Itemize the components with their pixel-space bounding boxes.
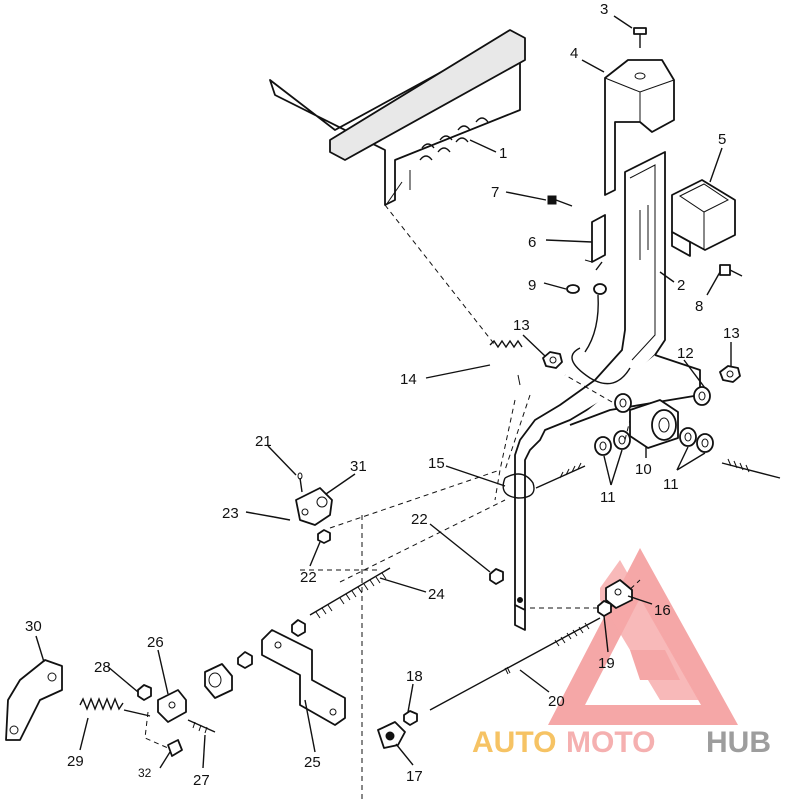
part-10-pivot-bushing: [629, 399, 679, 449]
part-12-washer: [614, 386, 711, 413]
callout-27: 27: [193, 772, 210, 789]
callout-21: 21: [255, 433, 272, 450]
part-17-ball-joint: [377, 721, 406, 749]
part-26-clevis: [157, 689, 187, 723]
part-28-nut: [137, 684, 152, 701]
part-25-mount-bracket: [237, 619, 346, 726]
callout-29: 29: [67, 753, 84, 770]
callout-2: 2: [677, 277, 685, 294]
part-32-fastener: [144, 711, 183, 757]
callout-5: 5: [718, 131, 726, 148]
part-3-screw: [633, 27, 647, 48]
callout-13b: 13: [723, 325, 740, 342]
callout-32: 32: [138, 766, 152, 780]
callout-1: 1: [499, 145, 507, 162]
part-29-spring: [79, 697, 151, 717]
callout-19: 19: [598, 655, 615, 672]
callout-11a: 11: [600, 489, 616, 506]
part-16-clevis: [605, 579, 633, 609]
part-21-pin: [297, 472, 303, 493]
part-9-washer: [566, 261, 607, 295]
callout-22b: 22: [411, 511, 428, 528]
part-20-control-rod: [429, 617, 601, 711]
callout-12: 12: [677, 345, 694, 362]
callout-17: 17: [406, 768, 423, 785]
callout-numbers: 1 2 3 4 5 6 7 8 9 10 11 11 12 13 13 14 1…: [25, 1, 740, 789]
part-27-bolt: [187, 719, 216, 734]
callout-26: 26: [147, 634, 164, 651]
part-23-cotter-pin: [273, 516, 291, 521]
callout-16: 16: [654, 602, 671, 619]
watermark-logo: [548, 548, 738, 725]
part-13-nut-right: [719, 365, 741, 383]
part-30-arm-bracket: [5, 659, 63, 741]
part-8-bolt: [719, 264, 743, 277]
callout-25: 25: [304, 754, 321, 771]
callout-4: 4: [570, 45, 578, 62]
leader-lines: [35, 15, 732, 769]
part-2-shift-lever: [514, 151, 701, 631]
callout-18: 18: [406, 668, 423, 685]
part-5-socket: [671, 179, 736, 257]
callout-10: 10: [635, 461, 652, 478]
callout-23: 23: [222, 505, 239, 522]
bushing-assembly: [204, 663, 233, 699]
part-6-clip: [584, 214, 606, 263]
callout-15: 15: [428, 455, 445, 472]
part-7-screw: [547, 195, 573, 207]
part-31-bellcrank: [295, 487, 333, 526]
callout-9: 9: [528, 277, 536, 294]
callout-22a: 22: [300, 569, 317, 586]
callout-11b: 11: [663, 476, 679, 493]
callout-28: 28: [94, 659, 111, 676]
callout-24: 24: [428, 586, 445, 603]
part-22-nut-lower: [489, 568, 504, 585]
watermark-text: AUTO MOTO HUB: [472, 726, 771, 759]
part-1-mounting-bracket: [269, 29, 526, 206]
callout-3: 3: [600, 1, 608, 18]
watermark-hub: HUB: [706, 726, 771, 759]
callout-8: 8: [695, 298, 703, 315]
part-22-nut-upper: [317, 529, 331, 544]
watermark-auto: AUTO: [472, 726, 556, 759]
watermark-moto: MOTO: [566, 726, 655, 759]
part-15-spring-clip: [502, 473, 535, 499]
callout-14: 14: [400, 371, 417, 388]
part-13-nut-left: [542, 351, 563, 369]
part-24-threaded-rod: [309, 567, 391, 619]
watermark-inner-b: [630, 650, 680, 680]
part-19-nut: [597, 600, 612, 617]
callout-6: 6: [528, 234, 536, 251]
part-14-spring: [384, 204, 523, 386]
callout-7: 7: [491, 184, 499, 201]
watermark-triangle: [548, 548, 738, 725]
part-4-cover: [604, 59, 675, 196]
callout-13a: 13: [513, 317, 530, 334]
callout-20: 20: [548, 693, 565, 710]
part-18-jam-nut: [403, 710, 418, 726]
callout-31: 31: [350, 458, 367, 475]
callout-30: 30: [25, 618, 42, 635]
